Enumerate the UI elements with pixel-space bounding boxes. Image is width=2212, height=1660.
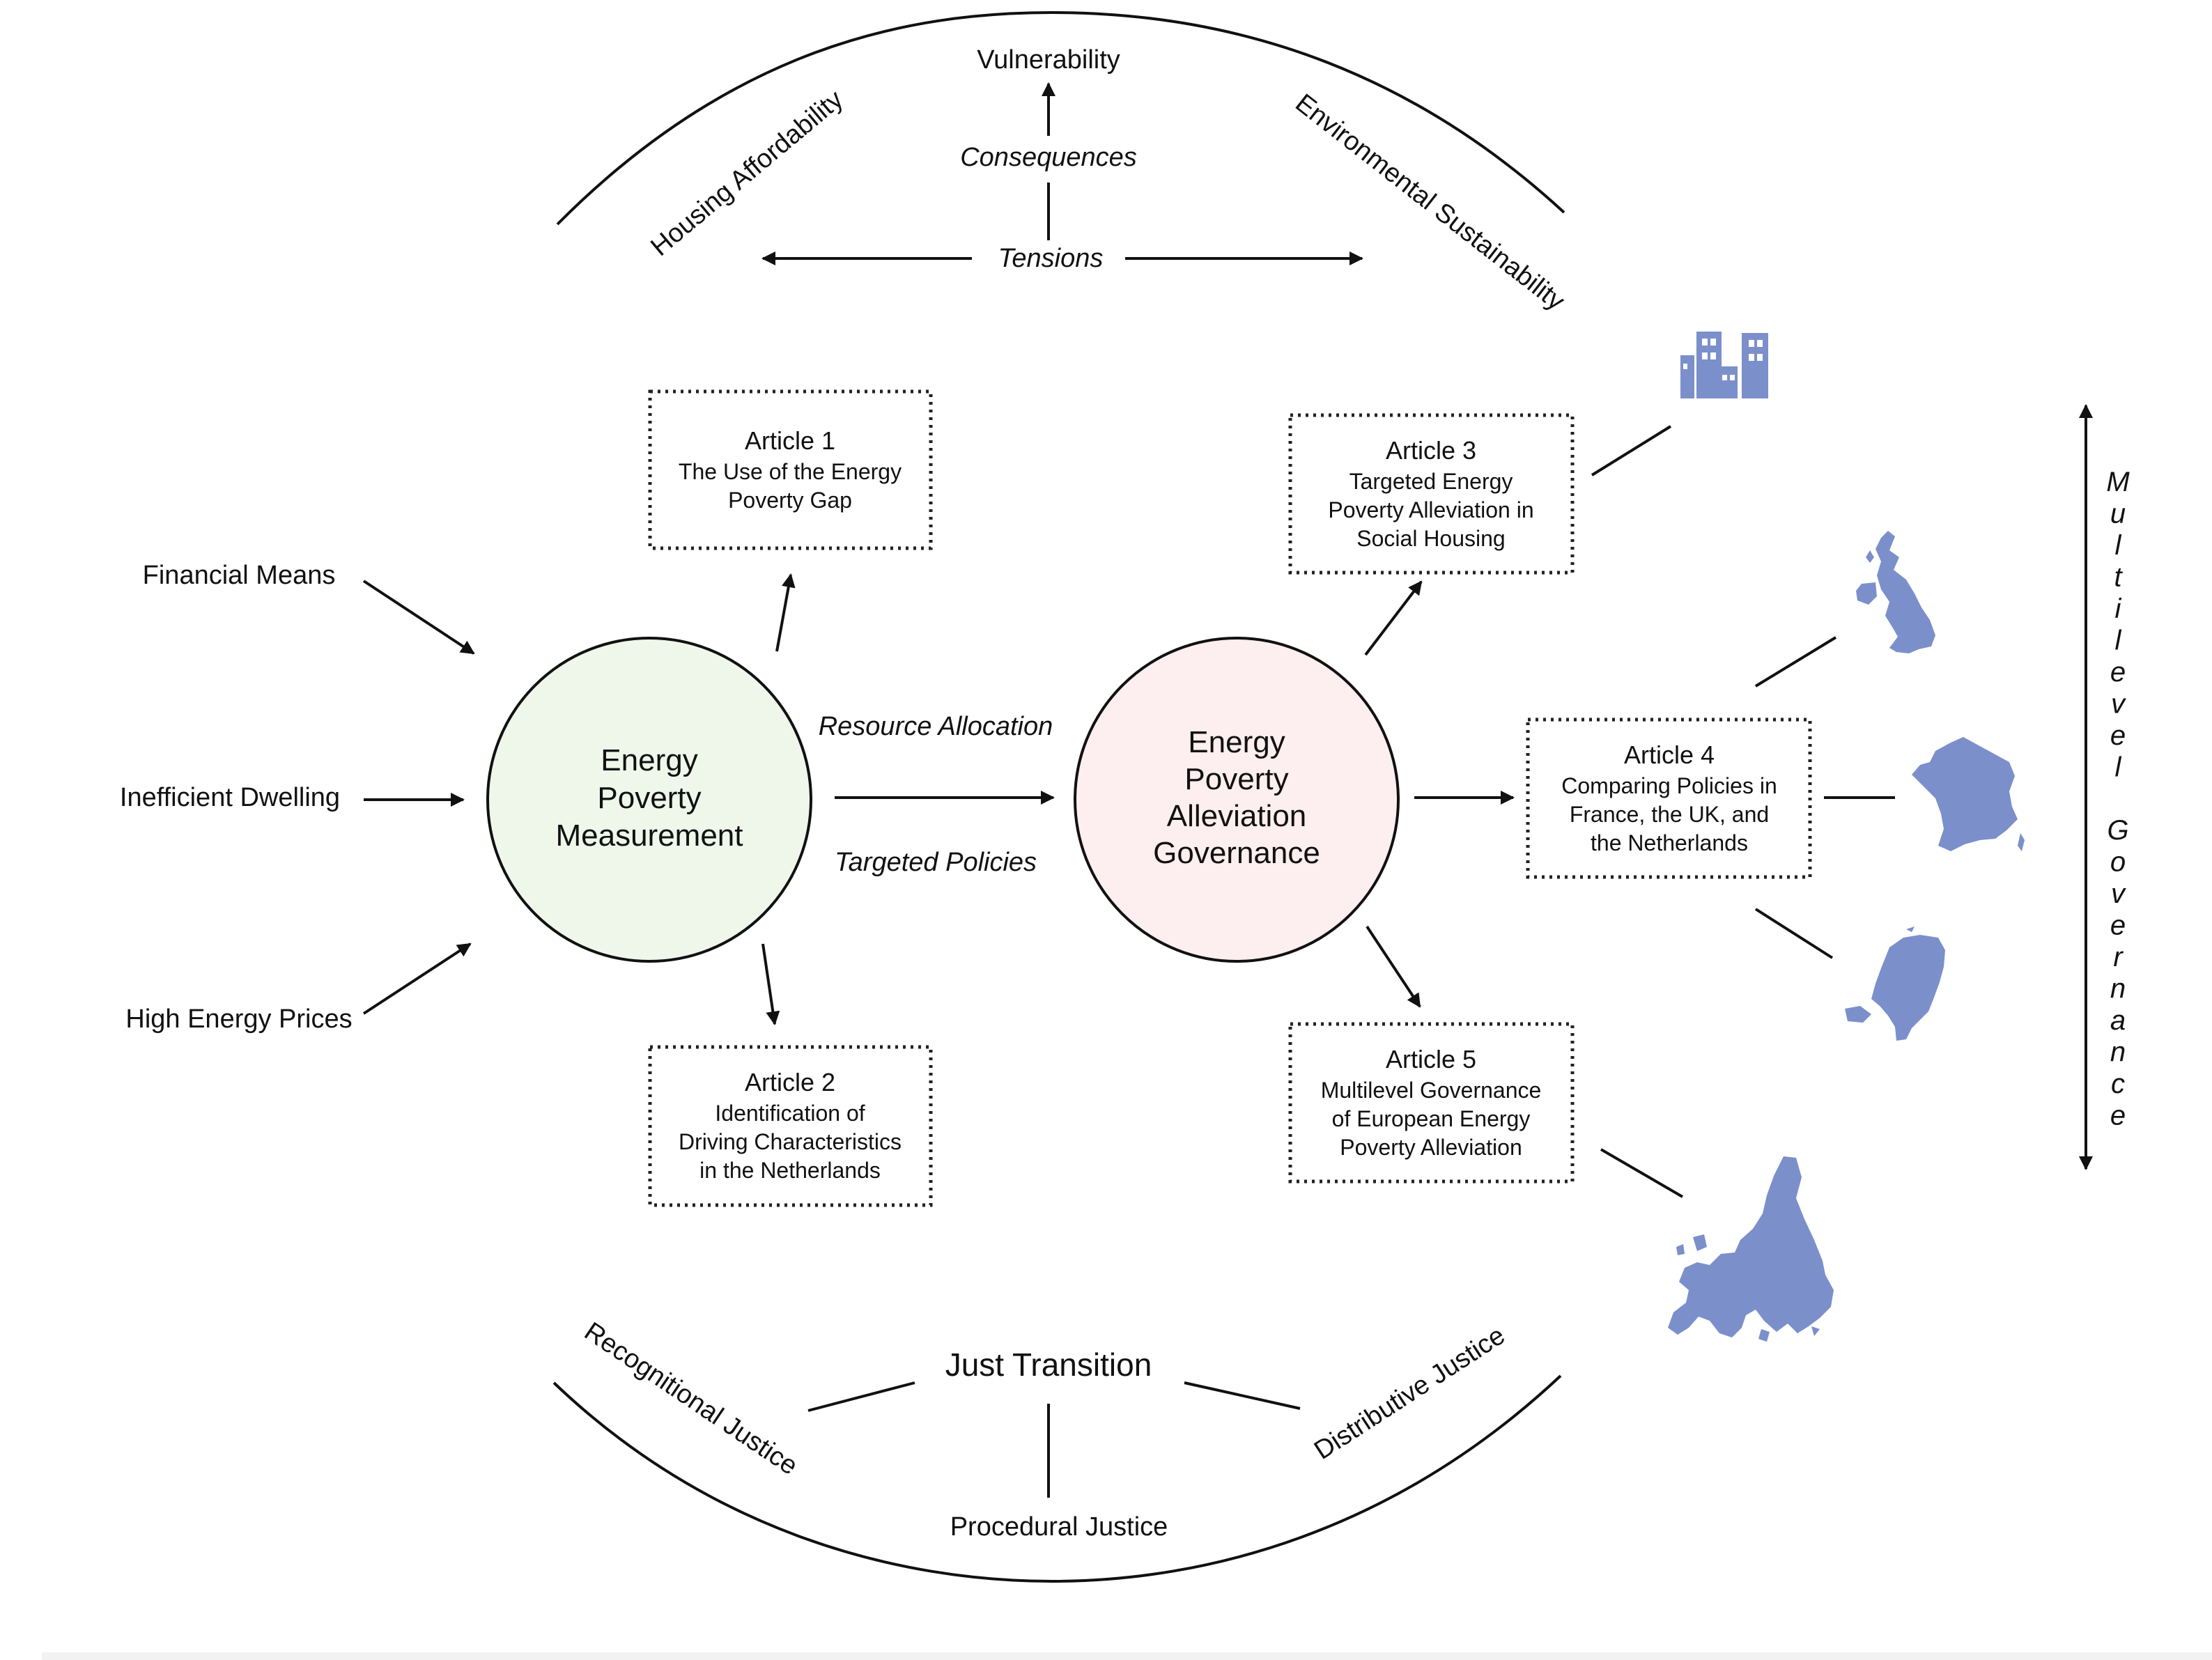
multilevel-governance-letter: r [2113,942,2124,972]
governance-line-3: Alleviation [1167,799,1307,833]
article-2-line-3: in the Netherlands [699,1158,881,1183]
article-1-title: Article 1 [745,426,835,455]
multilevel-governance-letter: i [2115,594,2122,624]
europe-map-icon [1668,1156,1834,1342]
multilevel-governance-letter: e [2110,1101,2126,1131]
article-4-line-2: France, the UK, and [1570,802,1769,827]
multilevel-governance-letter: e [2110,720,2126,751]
article-4-line-1: Comparing Policies in [1561,773,1777,798]
article-3-line-3: Social Housing [1356,526,1505,551]
arrow-to-article-3 [1364,580,1423,656]
article-3-title: Article 3 [1386,436,1476,465]
recognitional-justice-label: Recognitional Justice [579,1317,803,1481]
bottom-arc [552,1374,1562,1583]
multilevel-governance-letter: l [2115,530,2122,561]
governance-line-2: Poverty [1184,762,1288,796]
financial-means-arrow [362,580,475,655]
article-2-title: Article 2 [745,1068,835,1096]
article-2-line-1: Identification of [715,1101,865,1126]
high-energy-prices-arrow [362,943,472,1015]
top-arc [556,10,1565,226]
article-5-box: Article 5 Multilevel Governance of Europ… [1288,1022,1575,1184]
governance-line-1: Energy [1188,725,1285,759]
governance-line-4: Governance [1153,836,1320,870]
article-4-line-3: the Netherlands [1591,830,1748,855]
multilevel-governance-letter: l [2115,752,2122,783]
article-4-box: Article 4 Comparing Policies in France, … [1526,717,1812,879]
article-2-line-2: Driving Characteristics [679,1129,902,1154]
bottom-divider [42,1652,2212,1660]
measurement-circle [486,637,812,963]
targeted-policies-label: Targeted Policies [835,848,1037,877]
procedural-justice-label: Procedural Justice [950,1512,1168,1542]
multilevel-governance-letter: u [2110,499,2126,529]
article-4-title: Article 4 [1624,740,1715,769]
article-4-to-netherlands-line [1754,908,1834,959]
multilevel-governance-letter: v [2111,689,2126,720]
multilevel-governance-letter: o [2110,847,2126,878]
multilevel-governance-letter: e [2110,910,2126,941]
multilevel-governance-letter: M [2106,467,2130,497]
multilevel-governance-letter: c [2111,1069,2125,1099]
environmental-sustainability-label: Environmental Sustainability [1290,88,1570,316]
article-1-box: Article 1 The Use of the Energy Poverty … [648,389,933,550]
article-3-line-1: Targeted Energy [1349,469,1513,494]
article-3-to-buildings-line [1591,425,1672,476]
vulnerability-label: Vulnerability [977,45,1120,75]
governance-circle [1074,637,1400,963]
article-1-line-2: Poverty Gap [728,488,852,513]
buildings-icon [1680,332,1768,398]
just-transition-label: Just Transition [945,1347,1152,1383]
article-5-line-3: Poverty Alleviation [1340,1135,1522,1160]
netherlands-map-icon [1845,926,1945,1041]
article-1-line-1: The Use of the Energy [679,459,902,484]
consequences-label: Consequences [960,143,1137,172]
arrow-to-article-1 [775,573,796,652]
measurement-line-1: Energy [601,743,697,777]
multilevel-governance-letter: l [2115,626,2122,656]
multilevel-governance-letter: n [2110,974,2126,1004]
article-2-box: Article 2 Identification of Driving Char… [648,1045,933,1207]
multilevel-governance-letter: v [2111,878,2126,909]
article-3-box: Article 3 Targeted Energy Poverty Allevi… [1288,413,1575,575]
arrow-to-article-2 [761,943,780,1025]
inefficient-dwelling-label: Inefficient Dwelling [120,783,340,812]
high-energy-prices-label: High Energy Prices [125,1004,352,1034]
multilevel-governance-letter: a [2110,1005,2126,1036]
housing-affordability-label: Housing Affordability [645,85,849,262]
multilevel-governance-letter: n [2110,1037,2126,1068]
article-3-line-2: Poverty Alleviation in [1328,497,1533,522]
just-transition-right-line [1184,1381,1301,1410]
france-map-icon [1912,737,2025,851]
measurement-line-2: Poverty [597,781,701,815]
article-5-line-2: of European Energy [1332,1106,1531,1131]
measurement-line-3: Measurement [555,819,743,853]
tensions-label: Tensions [998,244,1104,273]
article-5-line-1: Multilevel Governance [1321,1078,1542,1103]
multilevel-governance-letter: t [2114,562,2123,593]
financial-means-label: Financial Means [143,561,336,590]
article-5-to-europe-line [1600,1148,1684,1198]
uk-map-icon [1856,531,1935,653]
arrow-to-article-5 [1366,925,1421,1008]
multilevel-governance-letter: G [2107,815,2128,846]
resource-allocation-label: Resource Allocation [819,712,1053,741]
article-5-title: Article 5 [1386,1045,1476,1073]
just-transition-left-line [807,1381,915,1412]
multilevel-governance-letter: e [2110,657,2126,688]
article-4-to-uk-line [1754,636,1837,688]
